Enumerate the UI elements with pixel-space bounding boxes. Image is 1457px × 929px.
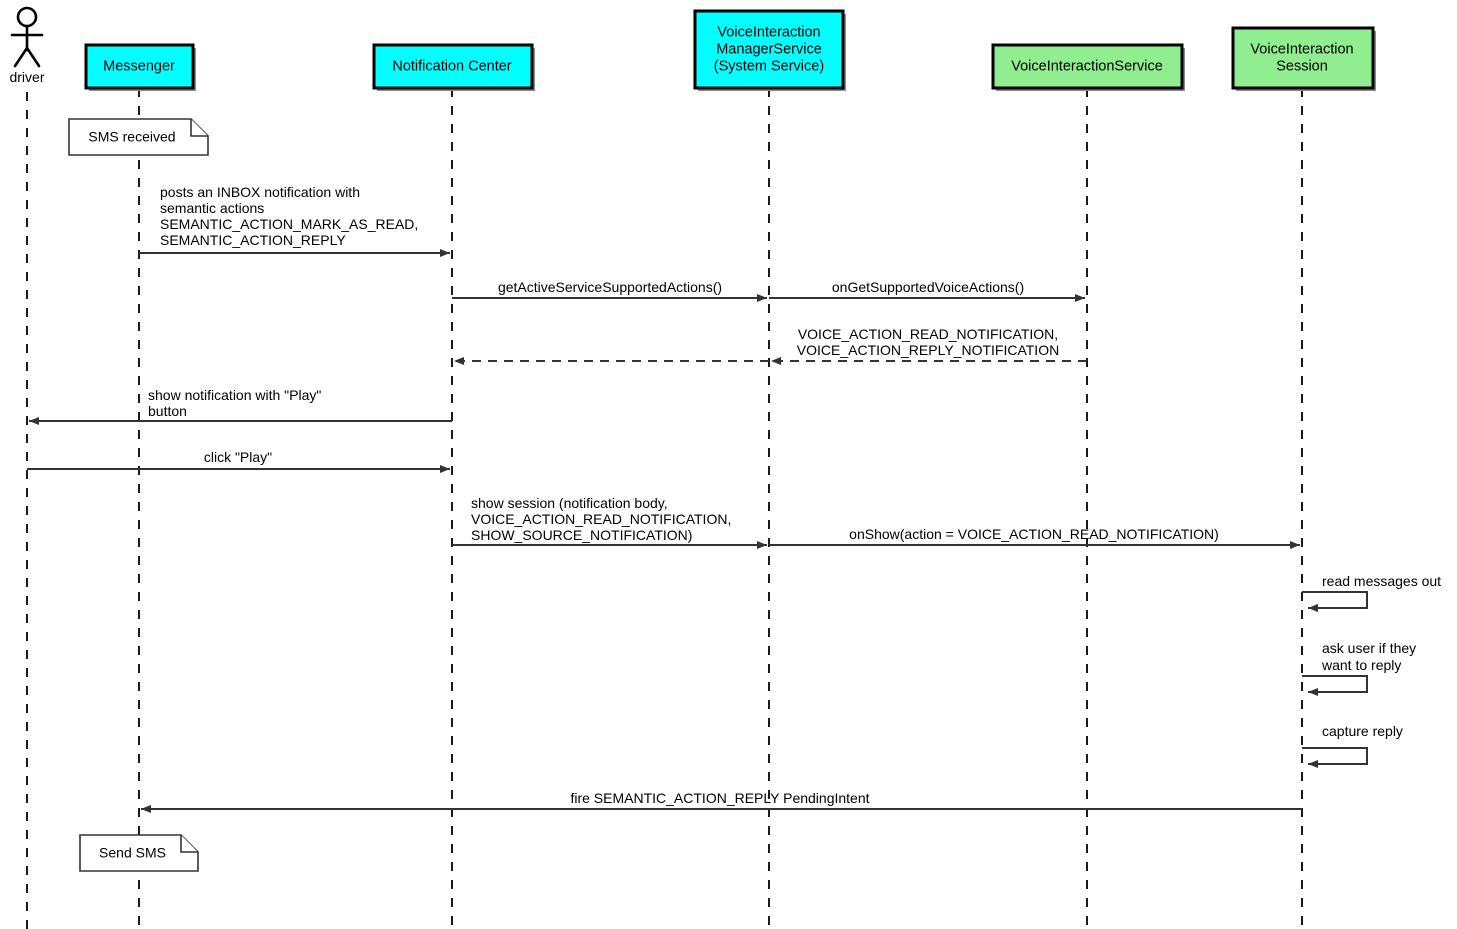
message-msg-click-play[interactable]: click "Play" <box>27 449 450 473</box>
messages-group: posts an INBOX notification withsemantic… <box>27 184 1302 813</box>
participant-label: Session <box>1276 58 1328 74</box>
self-message-arrow <box>1302 675 1368 696</box>
self-message-label: want to reply <box>1321 657 1401 673</box>
participant-label: Notification Center <box>392 58 511 74</box>
message-label: VOICE_ACTION_READ_NOTIFICATION, <box>471 511 731 527</box>
message-label: SEMANTIC_ACTION_MARK_AS_READ, <box>160 216 418 232</box>
note-send-sms[interactable]: Send SMS <box>79 834 199 872</box>
actor-leg-left <box>13 46 29 68</box>
message-label: SHOW_SOURCE_NOTIFICATION) <box>471 527 692 543</box>
lifelines-group <box>26 88 1303 929</box>
message-label: click "Play" <box>204 449 272 465</box>
note-label: SMS received <box>88 129 175 145</box>
note-shape <box>79 834 199 872</box>
participant-box[interactable] <box>372 43 534 90</box>
message-msg-show-session[interactable]: show session (notification body,VOICE_AC… <box>452 495 767 549</box>
actor-head-icon <box>16 6 38 28</box>
message-label: show notification with "Play" <box>148 387 321 403</box>
message-label: posts an INBOX notification with <box>160 184 360 200</box>
participant-voiceinteraction-service[interactable]: VoiceInteractionService <box>991 43 1185 91</box>
self-message-label: ask user if they <box>1322 640 1416 656</box>
message-msg-fire-semantic-action-reply-pendingintent[interactable]: fire SEMANTIC_ACTION_REPLY PendingIntent <box>141 790 1302 813</box>
participant-label: VoiceInteraction <box>717 24 820 40</box>
message-msg-show-notification-with-play-button[interactable]: show notification with "Play"button <box>29 387 452 425</box>
message-msg-get-active-service-supported-actions[interactable]: getActiveServiceSupportedActions() <box>452 279 767 302</box>
message-label: semantic actions <box>160 200 264 216</box>
participant-label: VoiceInteractionService <box>1011 58 1163 74</box>
note-fold-corner-icon <box>180 835 198 853</box>
participant-box[interactable] <box>693 9 845 90</box>
message-msg-on-show[interactable]: onShow(action = VOICE_ACTION_READ_NOTIFI… <box>769 526 1300 549</box>
actor-leg-right <box>25 46 41 68</box>
message-msg-on-get-supported-voice-actions[interactable]: onGetSupportedVoiceActions() <box>769 279 1085 302</box>
message-label: onShow(action = VOICE_ACTION_READ_NOTIFI… <box>849 526 1219 542</box>
message-msg-post-inbox-notification[interactable]: posts an INBOX notification withsemantic… <box>139 184 450 257</box>
participant-box[interactable] <box>84 43 195 90</box>
participant-boxes-group: Messenger Notification Center VoiceInterac… <box>84 9 1376 91</box>
message-label: onGetSupportedVoiceActions() <box>832 279 1024 295</box>
self-message-label: capture reply <box>1322 723 1403 739</box>
self-message-self-capture-reply[interactable]: capture reply <box>1302 723 1403 768</box>
message-label: VOICE_ACTION_REPLY_NOTIFICATION <box>797 342 1059 358</box>
actors-group: driver <box>9 6 45 85</box>
participant-label: VoiceInteraction <box>1250 41 1353 57</box>
actor-driver[interactable]: driver <box>9 6 45 85</box>
participant-box[interactable] <box>1231 26 1375 90</box>
message-label: VOICE_ACTION_READ_NOTIFICATION, <box>798 326 1058 342</box>
actor-label: driver <box>9 69 44 85</box>
note-sms-received[interactable]: SMS received <box>68 118 209 156</box>
self-message-label: read messages out <box>1322 573 1441 589</box>
message-label: fire SEMANTIC_ACTION_REPLY PendingIntent <box>570 790 869 806</box>
message-label: SEMANTIC_ACTION_REPLY <box>160 232 346 248</box>
participant-notification-center[interactable]: Notification Center <box>372 43 535 91</box>
participant-messenger[interactable]: Messenger <box>84 43 196 91</box>
message-label: show session (notification body, <box>471 495 668 511</box>
participant-label: Messenger <box>103 58 175 74</box>
participant-label: (System Service) <box>714 58 824 74</box>
self-message-arrow <box>1302 591 1368 612</box>
note-fold-corner-icon <box>190 119 208 137</box>
participant-label: ManagerService <box>716 41 822 57</box>
participant-box[interactable] <box>991 43 1184 90</box>
self-message-arrow <box>1302 747 1368 768</box>
note-label: Send SMS <box>99 845 166 861</box>
self-message-self-read-messages-out[interactable]: read messages out <box>1302 573 1441 612</box>
message-msg-return-voice-actions[interactable]: VOICE_ACTION_READ_NOTIFICATION,VOICE_ACT… <box>771 326 1087 365</box>
message-label: getActiveServiceSupportedActions() <box>498 279 722 295</box>
message-label: button <box>148 403 187 419</box>
note-shape <box>68 118 209 156</box>
